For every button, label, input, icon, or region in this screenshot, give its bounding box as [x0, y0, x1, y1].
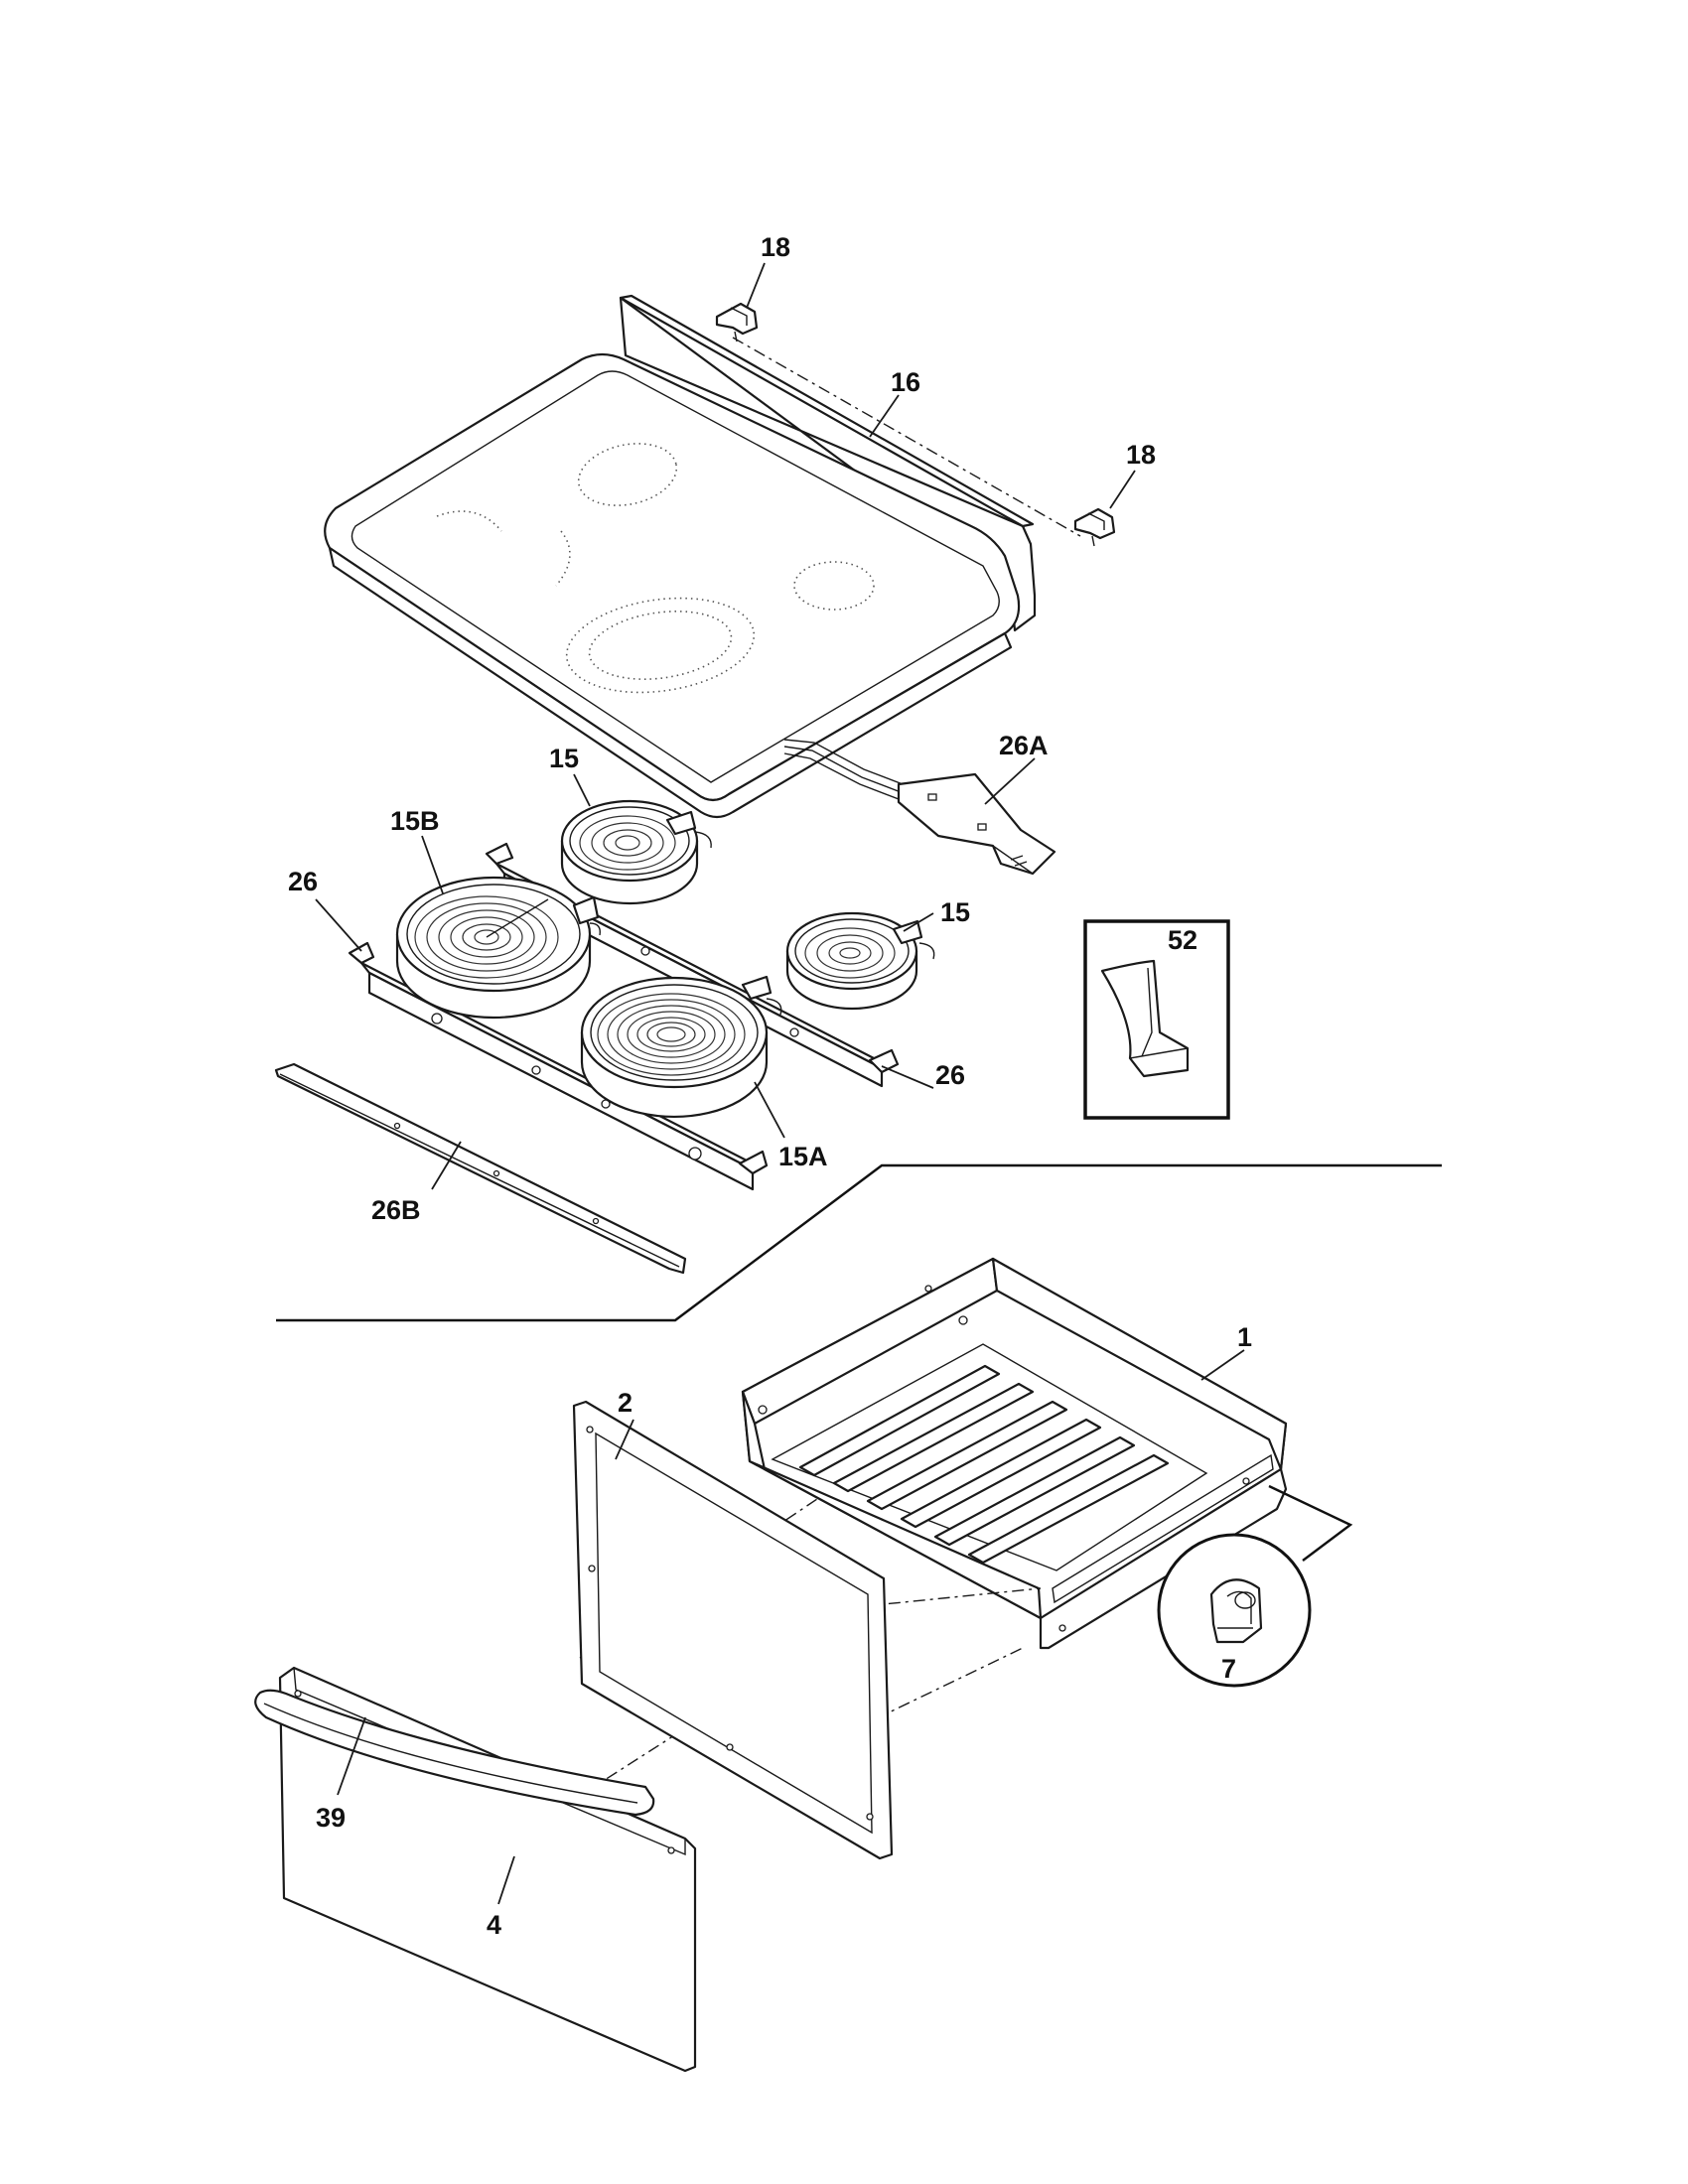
label-front-rail: 26B [371, 1195, 421, 1225]
label-element-front: 15A [778, 1142, 828, 1171]
clip-right [1073, 507, 1116, 547]
front-rail [274, 1062, 687, 1275]
roller-detail-circle [1157, 1533, 1312, 1688]
drawer-handle [254, 1689, 655, 1817]
leader-element-large-left [421, 835, 444, 894]
clip-top [715, 302, 759, 342]
label-element-large-left: 15B [390, 806, 440, 836]
leader-harness [984, 757, 1036, 805]
label-handle: 39 [316, 1803, 346, 1833]
label-inset-part: 52 [1168, 925, 1197, 955]
label-clip-right: 18 [1126, 440, 1156, 470]
leader-clip-right [1109, 470, 1136, 509]
cooktop-glass-top [324, 294, 1037, 819]
leader-cooktop [869, 394, 900, 438]
element-large-front [580, 975, 782, 1119]
element-large-left [395, 876, 601, 1020]
label-drawer-panel: 2 [618, 1388, 633, 1418]
section-divider [276, 1163, 1442, 1322]
drawer-inner-panel [572, 1400, 894, 1860]
leader-bracket-right [881, 1065, 934, 1089]
inset-box-52 [1083, 919, 1230, 1120]
wire-harness-bracket [783, 739, 1056, 876]
label-drawer-body: 1 [1237, 1322, 1252, 1352]
leader-drawer-front [497, 1855, 515, 1905]
leader-front-rail [431, 1141, 462, 1190]
leader-drawer-panel [615, 1419, 634, 1460]
warmer-drawer-body [741, 1257, 1288, 1650]
label-cooktop: 16 [891, 367, 920, 397]
element-rear-left [560, 799, 712, 905]
leader-bracket-left [315, 898, 362, 952]
leader-element-front [754, 1081, 785, 1139]
leader-handle [337, 1716, 366, 1796]
clip-alignment-line [732, 337, 1081, 537]
label-bracket-right: 26 [935, 1060, 965, 1090]
label-harness-bracket: 26A [999, 731, 1049, 760]
leader-element-rear-left [573, 773, 591, 807]
leader-element-right [903, 912, 934, 932]
element-right [785, 911, 935, 1011]
label-element-rear-left: 15 [549, 744, 579, 773]
leader-clip-top [746, 262, 766, 309]
label-element-right: 15 [940, 897, 970, 927]
detail-callout-line [1268, 1484, 1353, 1562]
assembly-line-front [863, 1587, 1042, 1607]
label-clip-top: 18 [761, 232, 790, 262]
leader-drawer-body [1200, 1349, 1245, 1381]
label-bracket-left: 26 [288, 867, 318, 896]
label-drawer-front: 4 [487, 1910, 501, 1940]
label-roller-part: 7 [1221, 1654, 1236, 1684]
